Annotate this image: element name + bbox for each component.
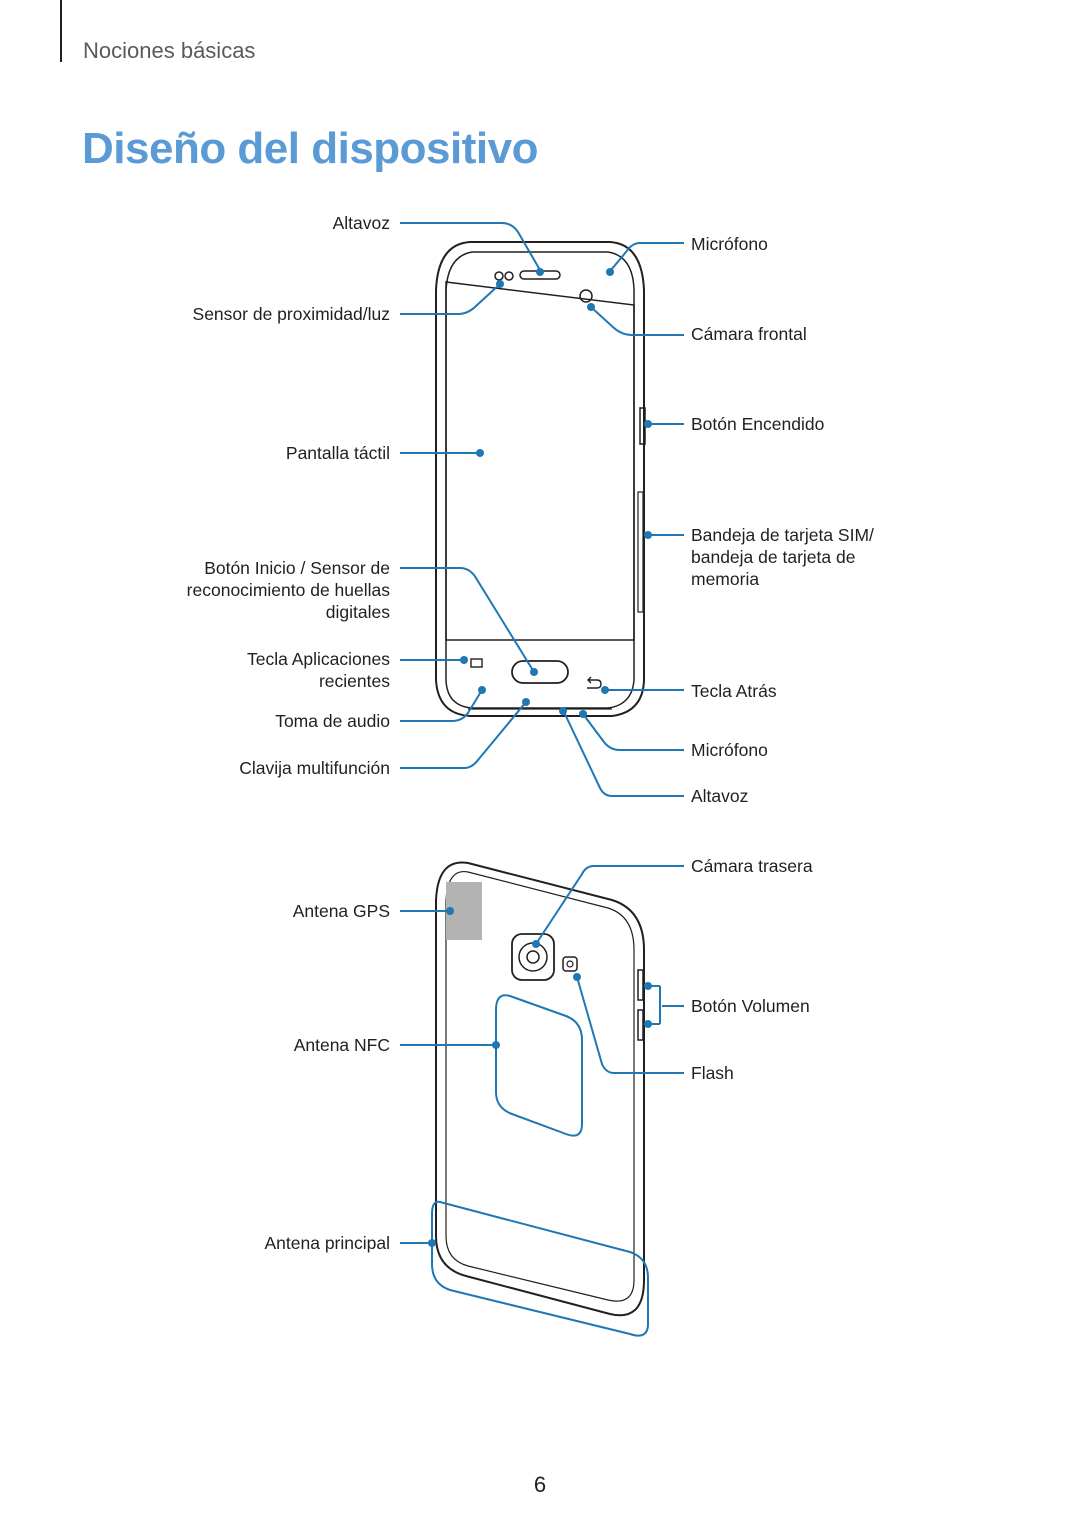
label-recents-key-line2: recientes <box>318 671 390 691</box>
volume-up-shape <box>637 969 644 1001</box>
label-audio-jack: Toma de audio <box>275 711 390 731</box>
label-home-button-line2: reconocimiento de huellas <box>186 580 390 600</box>
label-multipurpose-jack: Clavija multifunción <box>239 758 390 778</box>
label-mic-top: Micrófono <box>691 234 768 254</box>
label-power-button: Botón Encendido <box>691 414 825 434</box>
rear-callout-dots <box>428 907 652 1247</box>
sim-tray-shape <box>637 491 644 613</box>
recents-key-icon <box>470 658 483 668</box>
label-recents-key: Tecla Aplicaciones recientes <box>247 648 390 692</box>
rear-camera-lens <box>526 950 540 964</box>
label-sim-tray-line3: memoria <box>691 569 760 589</box>
label-volume-button: Botón Volumen <box>691 996 810 1016</box>
volume-down-shape <box>637 1009 644 1041</box>
front-screen <box>445 281 635 641</box>
flash-shape <box>562 956 578 972</box>
front-camera-lens <box>579 289 593 303</box>
label-nfc-antenna: Antena NFC <box>293 1035 390 1055</box>
gps-antenna-area <box>446 882 482 940</box>
power-button-shape <box>639 407 646 445</box>
page-title: Diseño del dispositivo <box>82 124 538 173</box>
rear-callouts <box>400 865 684 1244</box>
label-rear-camera: Cámara trasera <box>691 856 813 876</box>
front-phone-bezel <box>445 251 635 709</box>
front-phone-body <box>435 241 645 717</box>
label-home-button-line1: Botón Inicio / Sensor de <box>204 558 390 578</box>
sensor-dot-1 <box>494 271 504 281</box>
label-home-button-line3: digitales <box>325 602 390 622</box>
section-label: Nociones básicas <box>83 38 256 63</box>
home-button-shape <box>511 660 569 684</box>
front-callouts <box>400 222 684 797</box>
sensor-dot-2 <box>504 271 514 281</box>
label-proximity-sensor: Sensor de proximidad/luz <box>192 304 390 324</box>
label-main-antenna: Antena principal <box>264 1233 391 1253</box>
rear-phone-body <box>435 861 645 1317</box>
label-sim-tray-line1: Bandeja de tarjeta SIM/ <box>691 525 874 545</box>
rear-camera-module <box>511 933 555 981</box>
nfc-antenna-area <box>495 994 583 1137</box>
label-gps-antenna: Antena GPS <box>292 901 390 921</box>
front-phone-illustration <box>435 241 646 717</box>
label-touchscreen: Pantalla táctil <box>285 443 390 463</box>
section-rule <box>60 0 62 62</box>
page-number: 6 <box>533 1472 547 1497</box>
label-flash: Flash <box>691 1063 734 1083</box>
label-speaker-top: Altavoz <box>332 213 390 233</box>
front-callout-dots <box>460 268 652 718</box>
label-recents-key-line1: Tecla Aplicaciones <box>247 649 390 669</box>
label-sim-tray-line2: bandeja de tarjeta de <box>691 547 856 567</box>
rear-camera-ring <box>518 942 548 972</box>
label-mic-bottom: Micrófono <box>691 740 768 760</box>
label-sim-tray: Bandeja de tarjeta SIM/ bandeja de tarje… <box>691 524 874 590</box>
back-key-icon <box>587 676 602 689</box>
label-home-button: Botón Inicio / Sensor de reconocimiento … <box>187 557 390 623</box>
label-front-camera: Cámara frontal <box>691 324 807 344</box>
label-speaker-bottom: Altavoz <box>691 786 749 806</box>
main-antenna-area <box>431 1200 649 1337</box>
label-back-key: Tecla Atrás <box>691 681 777 701</box>
